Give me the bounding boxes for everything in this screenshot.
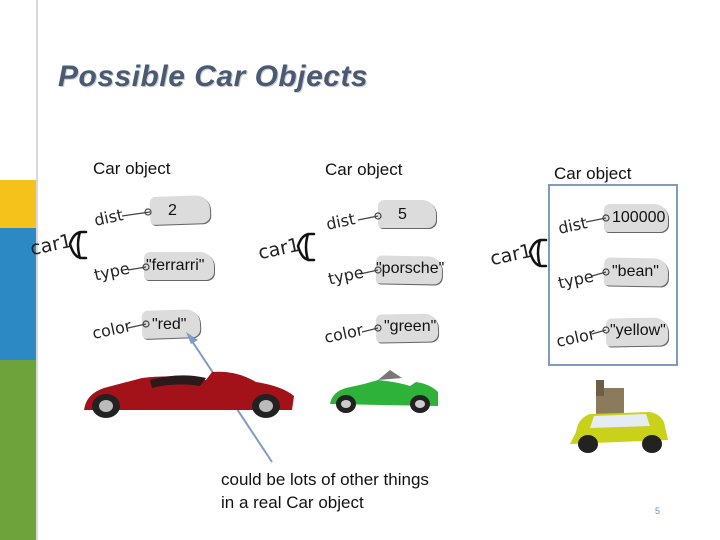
field-value-color: "yellow" [610, 322, 666, 340]
field-value-color: "green" [384, 318, 436, 336]
variable-brackets [70, 232, 546, 266]
field-value-dist: 100000 [612, 209, 665, 227]
bracket-2 [298, 234, 314, 260]
annotation-line-1: could be lots of other things [221, 468, 429, 491]
field-value-type: "porsche" [376, 260, 444, 278]
page-number: 5 [655, 506, 660, 516]
red-car-image [84, 372, 294, 418]
annotation-line-2: in a real Car object [221, 491, 429, 514]
field-value-color: "red" [152, 316, 186, 334]
field-value-type: "ferrarri" [146, 257, 204, 275]
field-value-dist: 5 [398, 206, 407, 224]
yellow-car-image [570, 380, 668, 453]
green-car-image [330, 370, 438, 413]
field-value-dist: 2 [168, 202, 177, 220]
annotation-note: could be lots of other things in a real … [221, 468, 429, 514]
field-value-type: "bean" [612, 263, 659, 281]
bracket-3 [530, 240, 546, 266]
